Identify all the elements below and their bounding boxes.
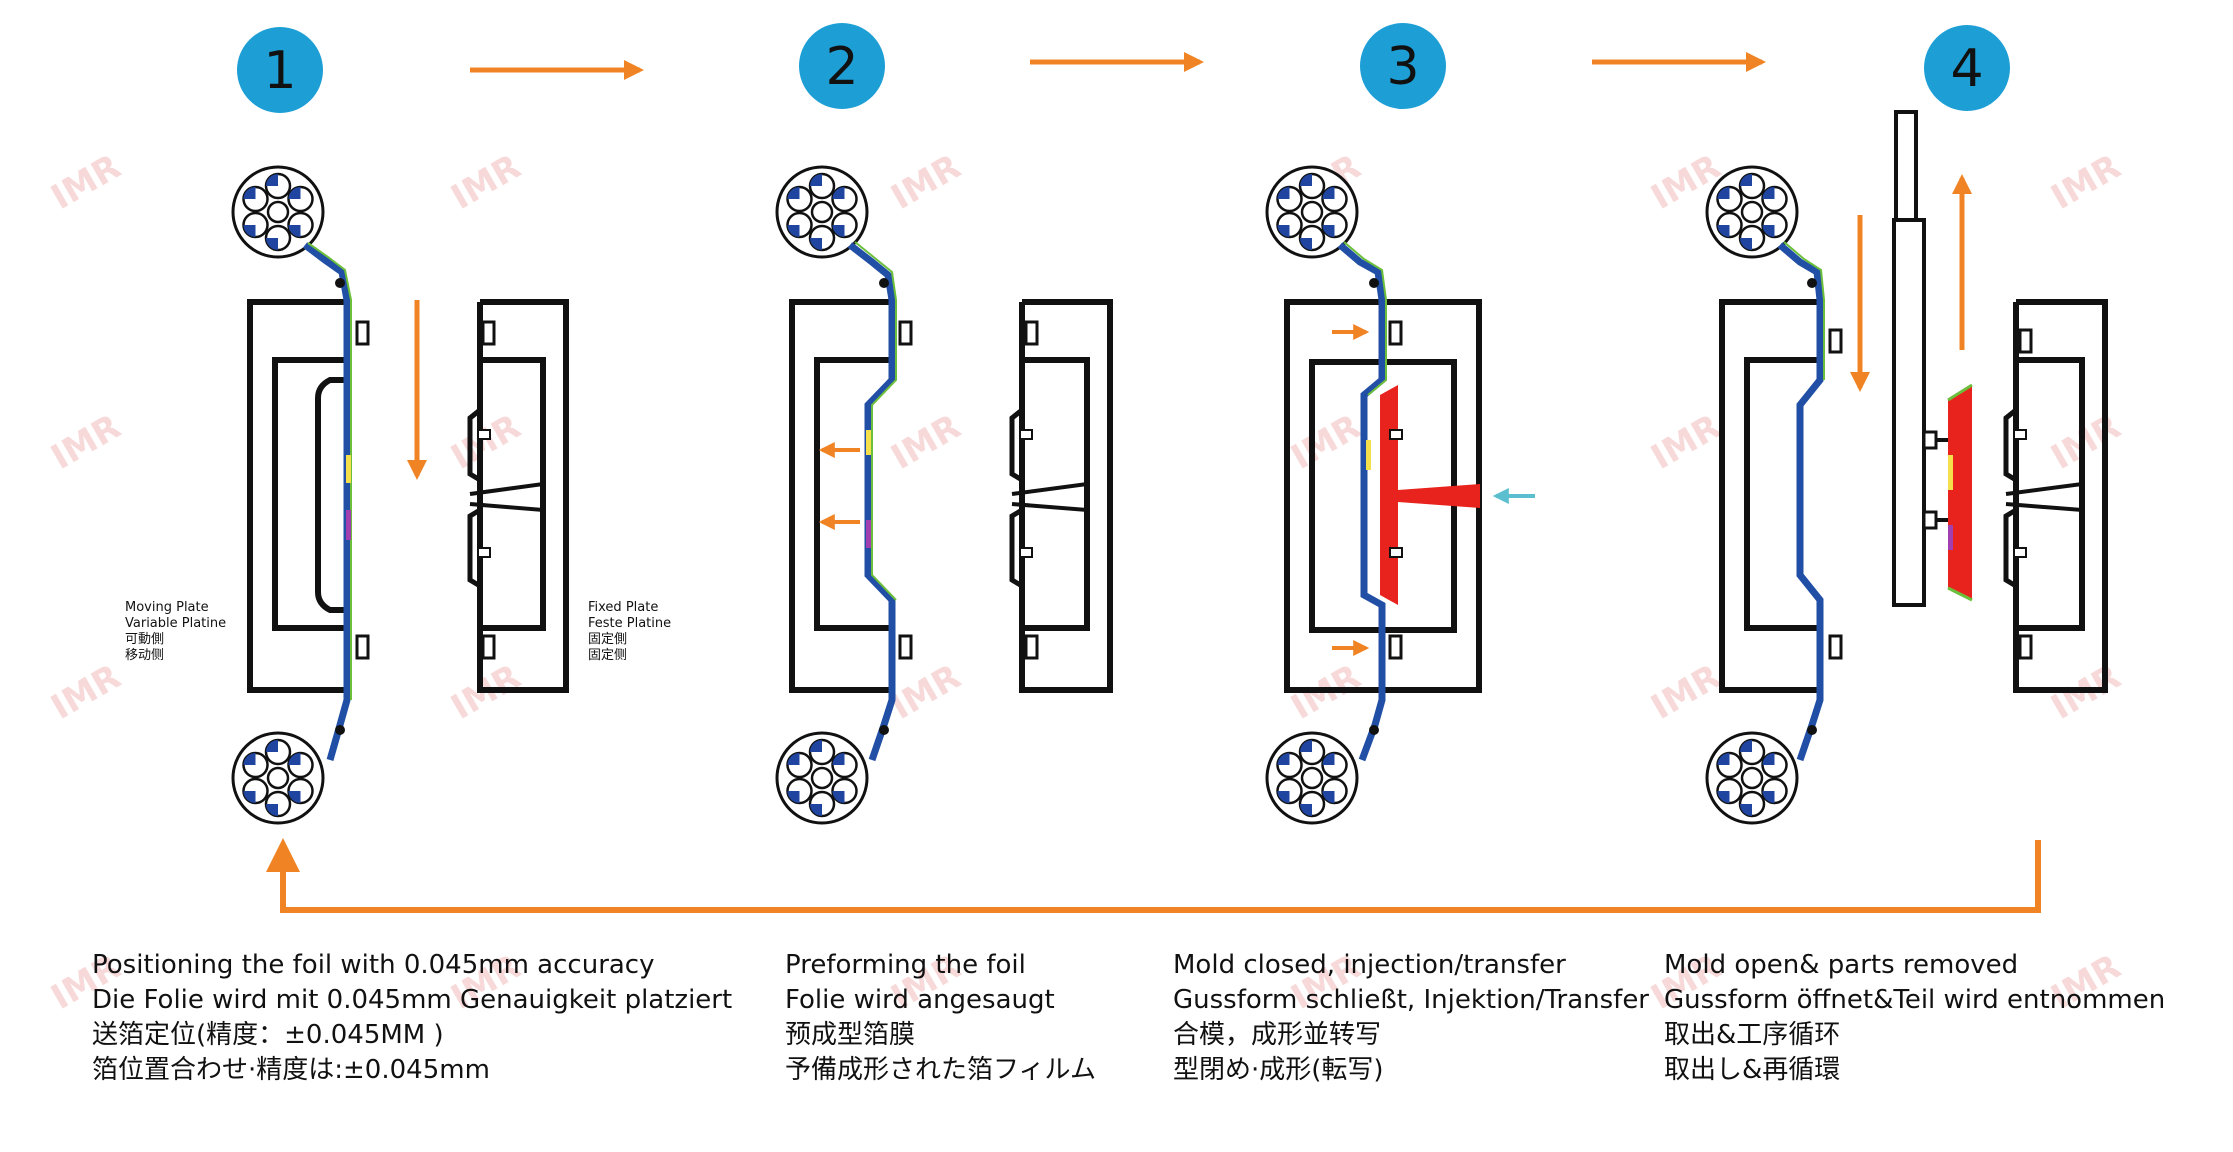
return-loop-arrow xyxy=(280,840,2041,913)
watermark-logo: IMR xyxy=(1285,407,1368,478)
watermark-logo: IMR xyxy=(45,147,128,218)
step-number: 2 xyxy=(825,37,858,97)
step-4-caption: Mold open& parts removed Gussform öffnet… xyxy=(1664,950,2166,1085)
foil-strip xyxy=(1777,242,1824,762)
moving-plate xyxy=(1719,299,1822,693)
watermark-logo: IMR xyxy=(45,657,128,728)
step-badge-3: 3 xyxy=(1360,23,1446,109)
step-badge-4: 4 xyxy=(1924,25,2010,111)
stage-3 xyxy=(1265,165,1535,825)
moving-plate-label: Moving Plate Variable Platine 可動側 移动侧 xyxy=(125,600,227,663)
watermark-logo: IMR xyxy=(885,657,968,728)
bottom-foil-reel xyxy=(1265,731,1359,825)
watermark-logo: IMR xyxy=(885,407,968,478)
watermark-logo: IMR xyxy=(2045,407,2128,478)
injection-sprue xyxy=(1398,484,1480,508)
bottom-foil-reel xyxy=(1705,731,1799,825)
foil-strip xyxy=(847,242,896,762)
resin-part xyxy=(1380,385,1398,605)
watermark-logo: IMR xyxy=(1645,657,1728,728)
stage-2 xyxy=(775,165,1113,825)
fixed-plate xyxy=(2013,299,2108,693)
moving-plate xyxy=(789,299,892,693)
bottom-foil-reel xyxy=(231,731,325,825)
bottom-foil-reel xyxy=(775,731,869,825)
fixed-plate-label: Fixed Plate Feste Platine 固定側 固定侧 xyxy=(588,600,672,663)
step-number: 3 xyxy=(1386,37,1419,97)
foil-strip xyxy=(1337,242,1386,762)
moving-plate-cavity xyxy=(272,357,348,631)
watermark-logo: IMR xyxy=(45,407,128,478)
step-badge-1: 1 xyxy=(237,27,323,113)
step-number: 4 xyxy=(1950,39,1983,99)
moving-plate xyxy=(247,299,348,693)
step-2-caption: Preforming the foil Folie wird angesaugt… xyxy=(785,950,1096,1085)
watermark-logo: IMR xyxy=(1645,407,1728,478)
fixed-plate xyxy=(477,299,569,693)
step-badge-2: 2 xyxy=(799,23,885,109)
stage-1 xyxy=(231,165,569,825)
flow-arrows xyxy=(470,52,1766,80)
step-number: 1 xyxy=(263,41,296,101)
stage-4 xyxy=(1705,110,2108,825)
removed-part xyxy=(1948,385,1972,600)
watermark-logo: IMR xyxy=(445,147,528,218)
watermark-logo: IMR xyxy=(885,147,968,218)
step-3-caption: Mold closed, injection/transfer Gussform… xyxy=(1173,950,1649,1085)
foil-strip xyxy=(302,242,351,761)
robot-arm xyxy=(1894,110,1918,222)
watermark-logo: IMR xyxy=(2045,147,2128,218)
watermark-logo: IMR xyxy=(445,407,528,478)
fixed-plate xyxy=(1019,299,1113,693)
step-1-caption: Positioning the foil with 0.045mm accura… xyxy=(92,950,733,1085)
